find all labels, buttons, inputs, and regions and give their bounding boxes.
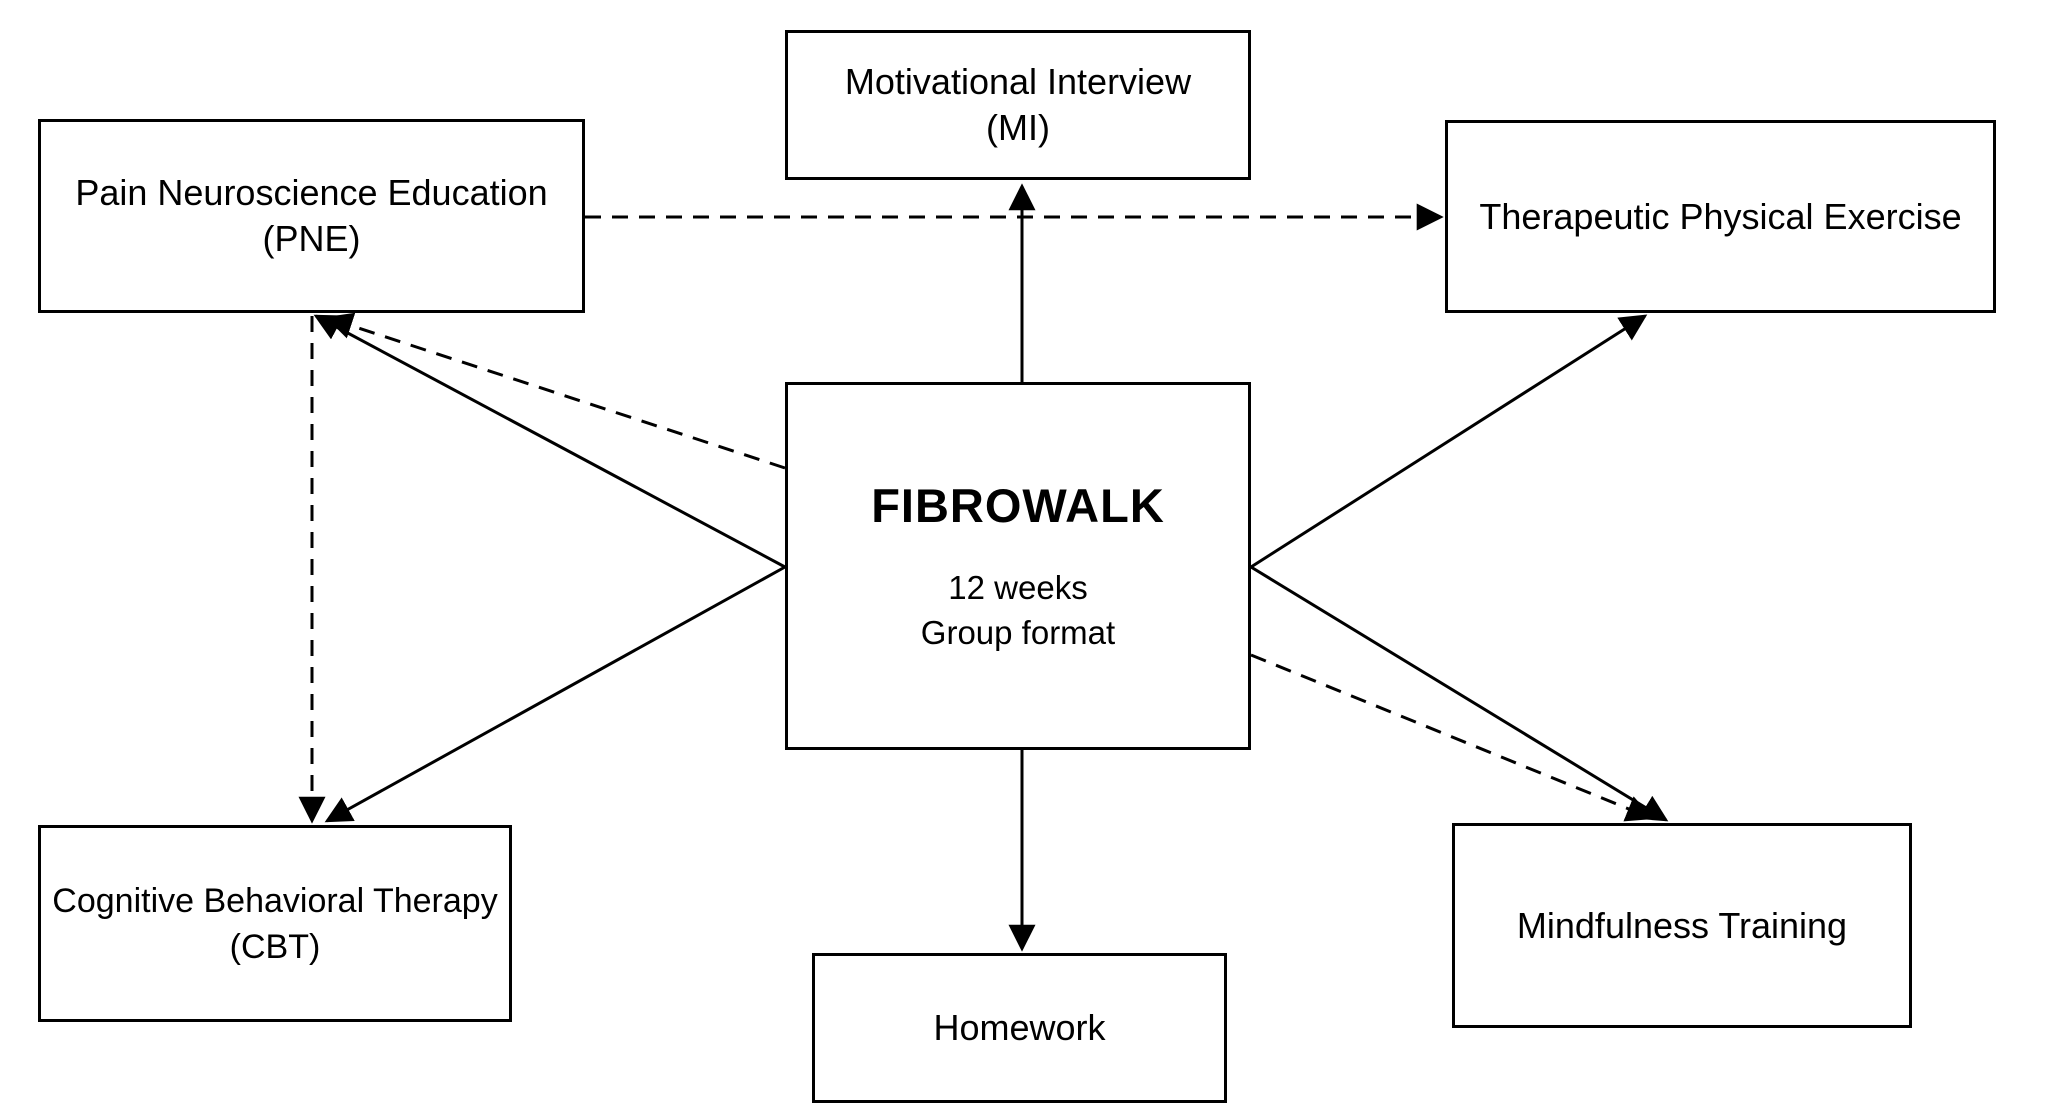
fibrowalk-duration: 12 weeks [948, 568, 1088, 606]
edge-fibrowalk-cbt-solid [324, 565, 786, 823]
node-fibrowalk-center: FIBROWALK 12 weeks Group format [785, 382, 1251, 750]
node-mi-label-line1: Motivational Interview [844, 61, 1192, 102]
edge-fibrowalk-mindfulness-dashed [1250, 653, 1654, 822]
edge-fibrowalk-mindfulness-solid [1250, 565, 1669, 822]
node-cognitive-behavioral-therapy: Cognitive Behavioral Therapy (CBT) [38, 825, 512, 1022]
node-homework: Homework [812, 953, 1227, 1103]
node-pne-label-line1: Pain Neuroscience Education [75, 172, 548, 213]
node-homework-label: Homework [933, 1007, 1106, 1048]
node-pain-neuroscience-education: Pain Neuroscience Education (PNE) [38, 119, 585, 313]
node-motivational-interview: Motivational Interview (MI) [785, 30, 1251, 180]
node-mindfulness-label: Mindfulness Training [1516, 904, 1848, 946]
fibrowalk-format: Group format [920, 613, 1116, 651]
fibrowalk-title: FIBROWALK [871, 478, 1165, 532]
node-mi-label-line2: (MI) [986, 107, 1050, 148]
edge-fibrowalk-pne-solid [313, 314, 786, 569]
edge-fibrowalk-tpe-solid [1250, 314, 1648, 569]
node-cbt-label-line1: Cognitive Behavioral Therapy [52, 881, 498, 920]
edge-fibrowalk-pne-dashed [325, 312, 786, 470]
node-therapeutic-physical-exercise: Therapeutic Physical Exercise [1445, 120, 1996, 313]
node-tpe-label: Therapeutic Physical Exercise [1479, 195, 1962, 237]
node-pne-label-line2: (PNE) [262, 218, 361, 259]
node-mindfulness-training: Mindfulness Training [1452, 823, 1912, 1028]
node-cbt-label-line2: (CBT) [229, 927, 321, 966]
